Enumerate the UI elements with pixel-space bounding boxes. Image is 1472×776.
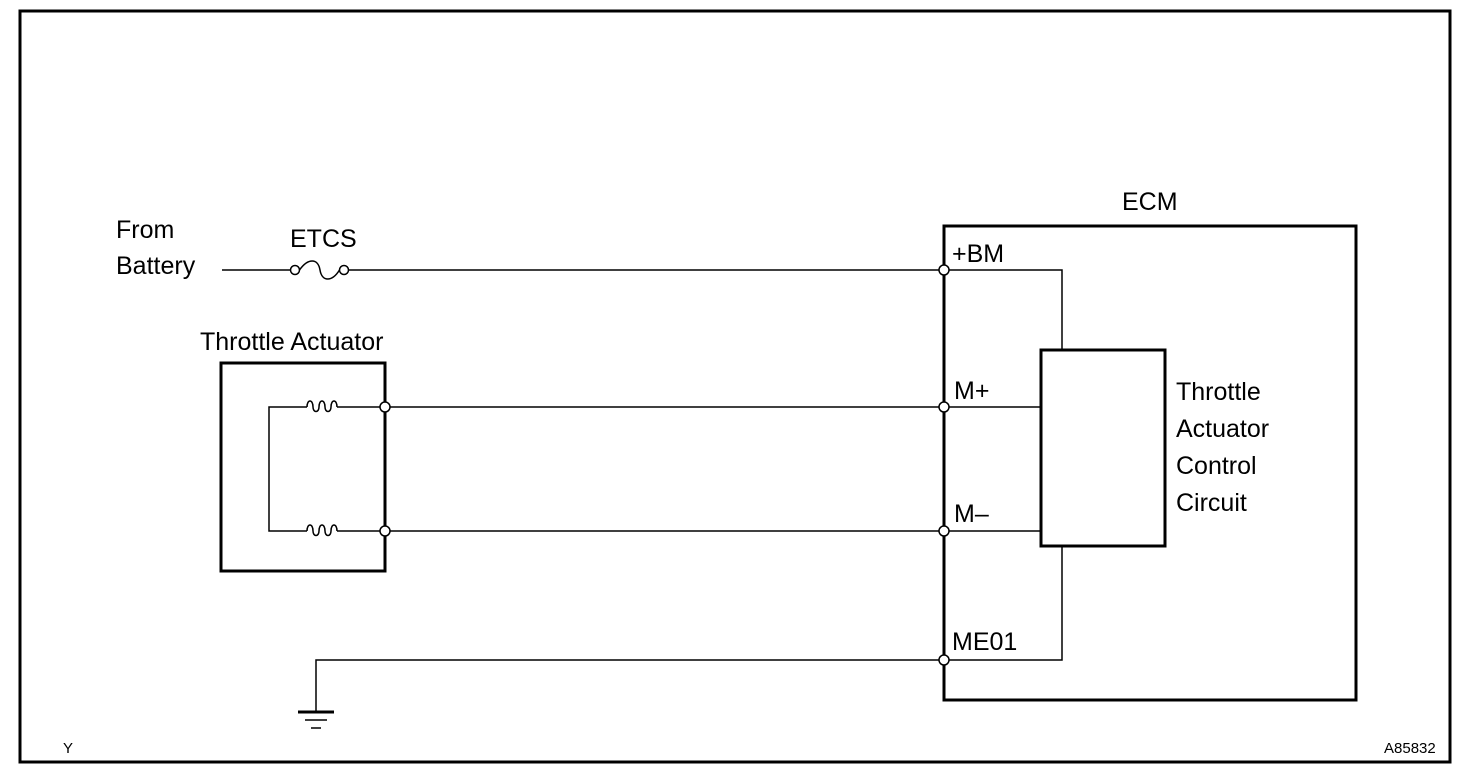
ground-icon <box>298 710 334 729</box>
ground-wire <box>315 659 944 711</box>
ecm-bm-internal-wire <box>944 269 1063 350</box>
battery-label-line2: Battery <box>116 252 196 280</box>
ecm-box <box>942 224 1358 702</box>
actuator-terminal-bottom <box>379 525 391 537</box>
fuse-label: ETCS <box>290 225 357 253</box>
fuse-icon <box>289 260 350 280</box>
control-circuit-box <box>1039 348 1167 548</box>
motor-coil-icon <box>268 400 384 537</box>
ecm-me01-internal-wire <box>944 546 1063 661</box>
control-circuit-label-line2: Actuator <box>1176 415 1269 443</box>
control-circuit-label-line3: Control <box>1176 452 1257 480</box>
corner-mark-right: A85832 <box>1384 740 1436 757</box>
throttle-actuator-box <box>219 361 387 573</box>
corner-mark-left: Y <box>63 740 73 757</box>
actuator-title: Throttle Actuator <box>200 328 383 356</box>
terminal-label-m-minus: M– <box>954 500 989 528</box>
terminal-label-bm: +BM <box>952 240 1004 268</box>
ecm-terminal-m-minus <box>938 525 950 537</box>
terminal-label-m-plus: M+ <box>954 377 989 405</box>
ecm-terminal-bm <box>938 264 950 276</box>
control-circuit-label-line1: Throttle <box>1176 378 1261 406</box>
diagram-frame <box>18 9 1452 764</box>
control-circuit-label-line4: Circuit <box>1176 489 1247 517</box>
ecm-terminal-m-plus <box>938 401 950 413</box>
actuator-terminal-top <box>379 401 391 413</box>
ecm-terminal-me01 <box>938 654 950 666</box>
terminal-label-me01: ME01 <box>952 628 1017 656</box>
battery-label-line1: From <box>116 216 174 244</box>
ecm-title: ECM <box>1122 188 1178 216</box>
